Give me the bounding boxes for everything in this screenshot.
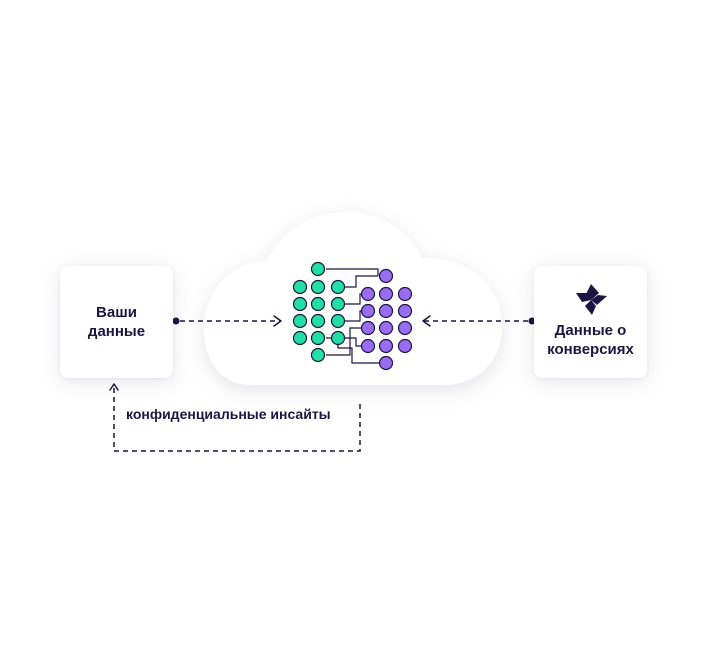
green-node — [330, 279, 346, 295]
purple-node — [378, 338, 394, 354]
purple-node — [378, 355, 394, 371]
insights-return-arrow — [109, 383, 361, 452]
green-node — [330, 330, 346, 346]
purple-node — [378, 268, 394, 284]
four-diamond-logo-icon — [575, 284, 607, 315]
purple-node — [378, 286, 394, 302]
green-node — [310, 296, 326, 312]
green-node — [292, 296, 308, 312]
purple-node — [378, 320, 394, 336]
purple-node — [397, 338, 413, 354]
green-node — [292, 313, 308, 329]
your-data-line2: данные — [87, 323, 146, 340]
green-node — [310, 261, 326, 277]
input-arrow-left — [172, 315, 282, 327]
cloud-shape — [204, 211, 503, 385]
conversion-data-line2: конверсиях — [547, 341, 634, 358]
green-node — [330, 296, 346, 312]
green-node — [310, 313, 326, 329]
purple-node — [360, 286, 376, 302]
your-data-card: Ваши данные — [60, 266, 173, 378]
green-node — [292, 330, 308, 346]
green-node-grid — [292, 261, 346, 363]
green-node — [310, 279, 326, 295]
confidential-insights-label: конфиденциальные инсайты — [124, 406, 333, 422]
purple-node — [360, 320, 376, 336]
your-data-line1: Ваши — [96, 304, 137, 321]
purple-node — [397, 303, 413, 319]
green-node — [292, 279, 308, 295]
green-node — [310, 330, 326, 346]
input-arrow-right — [422, 315, 536, 327]
purple-node — [397, 320, 413, 336]
purple-node — [378, 303, 394, 319]
green-node — [310, 347, 326, 363]
purple-node — [360, 303, 376, 319]
purple-node — [397, 286, 413, 302]
green-node — [330, 313, 346, 329]
conversion-data-card: Данные о конверсиях — [534, 266, 647, 378]
purple-node-grid — [360, 268, 413, 371]
purple-node — [360, 338, 376, 354]
conversion-data-line1: Данные о — [554, 322, 627, 339]
